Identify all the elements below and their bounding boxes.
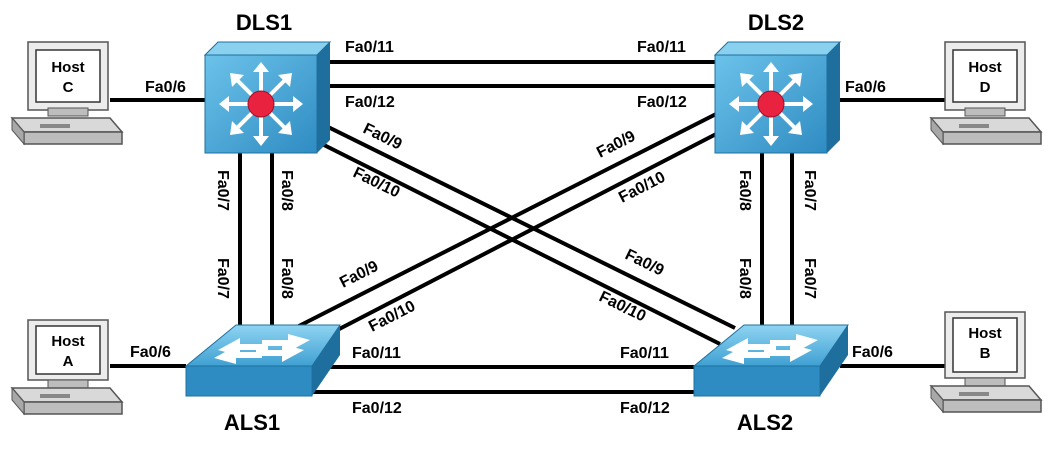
port-label: Fa0/6 xyxy=(852,344,893,361)
dls1-label: DLS1 xyxy=(236,10,292,35)
link-dls2-als1-fa09 xyxy=(294,110,721,330)
port-label: Fa0/12 xyxy=(352,400,402,417)
port-label: Fa0/7 xyxy=(801,258,818,299)
dls2-label: DLS2 xyxy=(748,10,804,35)
port-label: Fa0/9 xyxy=(360,120,404,153)
link-dls1-als2-fa010 xyxy=(317,140,721,346)
als1-switch[interactable] xyxy=(184,324,341,397)
port-label: Fa0/11 xyxy=(620,345,669,362)
port-label: Fa0/8 xyxy=(278,170,295,211)
port-label: Fa0/8 xyxy=(278,258,295,299)
port-label: Fa0/12 xyxy=(620,400,670,417)
links xyxy=(110,60,945,394)
link-dls1-als2-fa09 xyxy=(317,120,736,330)
host-b-label-line1: Host xyxy=(968,325,1001,342)
port-label: Fa0/8 xyxy=(736,170,753,211)
port-label: Fa0/6 xyxy=(145,79,186,96)
dls1-switch[interactable] xyxy=(203,41,332,154)
als1-switch-arrows-icon xyxy=(214,334,310,364)
port-label: Fa0/8 xyxy=(736,258,753,299)
port-label: Fa0/11 xyxy=(637,39,686,56)
host-d-label-line2: D xyxy=(980,79,991,96)
port-label: Fa0/12 xyxy=(637,94,687,111)
port-label: Fa0/6 xyxy=(845,79,886,96)
port-label: Fa0/11 xyxy=(345,39,394,56)
port-label: Fa0/12 xyxy=(345,94,395,111)
host-a[interactable]: Host A xyxy=(10,319,124,416)
host-a-label-line1: Host xyxy=(51,333,84,350)
port-label: Fa0/11 xyxy=(352,345,401,362)
link-dls2-als1-fa010 xyxy=(317,130,721,342)
host-b[interactable]: Host B xyxy=(929,311,1043,414)
dls2-router-icon xyxy=(729,62,813,146)
port-label: Fa0/7 xyxy=(801,170,818,211)
host-c-label-line1: Host xyxy=(51,59,84,76)
host-c[interactable]: Host C xyxy=(10,41,124,146)
als2-switch[interactable] xyxy=(692,324,849,397)
als2-label: ALS2 xyxy=(737,410,793,435)
host-c-label-line2: C xyxy=(63,79,74,96)
host-d[interactable]: Host D xyxy=(929,41,1043,146)
als2-switch-arrows-icon xyxy=(722,334,818,364)
dls2-switch[interactable] xyxy=(713,41,842,154)
host-a-label-line2: A xyxy=(63,353,74,370)
host-b-label-line2: B xyxy=(980,345,991,362)
als1-label: ALS1 xyxy=(224,410,280,435)
port-label: Fa0/7 xyxy=(214,170,231,211)
port-label: Fa0/7 xyxy=(214,258,231,299)
port-label: Fa0/6 xyxy=(130,344,171,361)
host-d-label-line1: Host xyxy=(968,59,1001,76)
